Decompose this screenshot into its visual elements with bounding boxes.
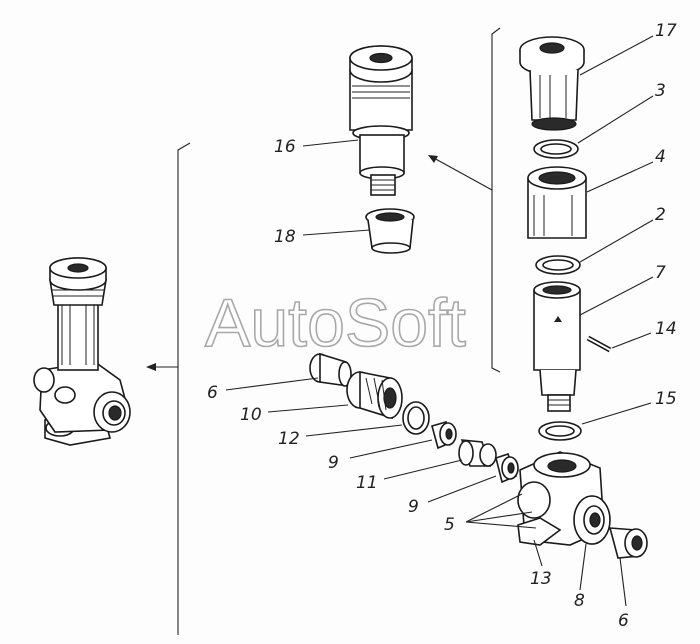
part-10-union bbox=[346, 371, 403, 420]
leader-9b bbox=[427, 475, 497, 503]
callout-14: 14 bbox=[655, 319, 677, 339]
callout-3: 3 bbox=[655, 81, 666, 101]
callout-9b: 9 bbox=[408, 497, 419, 517]
callout-4: 4 bbox=[655, 147, 666, 167]
part-6-filter-right bbox=[608, 527, 648, 559]
leader-4 bbox=[586, 161, 654, 193]
part-9-nut-b bbox=[495, 452, 519, 484]
leader-8 bbox=[579, 543, 587, 591]
callout-11: 11 bbox=[356, 473, 378, 493]
callout-2: 2 bbox=[655, 205, 666, 225]
leader-10 bbox=[267, 404, 349, 413]
leader-11 bbox=[383, 459, 463, 480]
leader-5c bbox=[465, 521, 537, 529]
leader-6b bbox=[619, 557, 627, 607]
part-14-pin bbox=[586, 335, 612, 353]
callout-7: 7 bbox=[655, 263, 666, 283]
leader-15 bbox=[581, 402, 652, 425]
callout-6a: 6 bbox=[207, 383, 218, 403]
part-15-ring bbox=[538, 421, 582, 441]
callout-9a: 9 bbox=[328, 453, 339, 473]
part-3-ring bbox=[533, 139, 579, 159]
part-17-cap bbox=[519, 36, 585, 131]
leader-13 bbox=[533, 539, 543, 567]
assembled-pump bbox=[33, 257, 131, 446]
part-4-sleeve bbox=[527, 166, 587, 239]
callout-17: 17 bbox=[655, 21, 677, 41]
leader-16 bbox=[302, 139, 359, 147]
arrow-head-pump bbox=[428, 155, 438, 163]
leader-3 bbox=[577, 95, 654, 144]
part-2-ring bbox=[535, 255, 581, 275]
callout-8: 8 bbox=[574, 591, 585, 611]
callout-15: 15 bbox=[655, 389, 677, 409]
callout-6b: 6 bbox=[618, 611, 629, 631]
leader-18 bbox=[302, 229, 371, 236]
leader-5a bbox=[465, 493, 523, 523]
callout-18: 18 bbox=[274, 227, 296, 247]
arrow-to-pump bbox=[431, 156, 493, 191]
part-6-filter-left bbox=[309, 352, 352, 387]
callout-16: 16 bbox=[274, 137, 296, 157]
part-7-cylinder bbox=[533, 281, 581, 412]
leader-17 bbox=[579, 35, 654, 76]
arrow-head-left bbox=[146, 363, 156, 371]
leader-9a bbox=[349, 439, 433, 459]
leader-14 bbox=[611, 332, 652, 349]
leader-7 bbox=[579, 276, 654, 316]
right-bracket bbox=[491, 27, 501, 373]
leader-2 bbox=[579, 219, 654, 263]
part-16-plunger-handle bbox=[349, 45, 413, 196]
callout-13: 13 bbox=[530, 569, 552, 589]
leader-12 bbox=[305, 424, 403, 437]
part-12-seal bbox=[402, 401, 430, 435]
callout-12: 12 bbox=[278, 429, 300, 449]
leader-6a bbox=[225, 377, 319, 391]
callout-10: 10 bbox=[240, 405, 262, 425]
left-bracket bbox=[177, 142, 191, 635]
callout-5: 5 bbox=[444, 515, 455, 535]
part-8-pump-body bbox=[517, 451, 611, 546]
watermark-text: AutoSoft bbox=[205, 285, 466, 361]
part-9-nut-a bbox=[431, 421, 457, 450]
part-11-spring-seat bbox=[458, 439, 497, 467]
part-18-bushing bbox=[365, 208, 415, 254]
leader-5b bbox=[465, 511, 533, 523]
